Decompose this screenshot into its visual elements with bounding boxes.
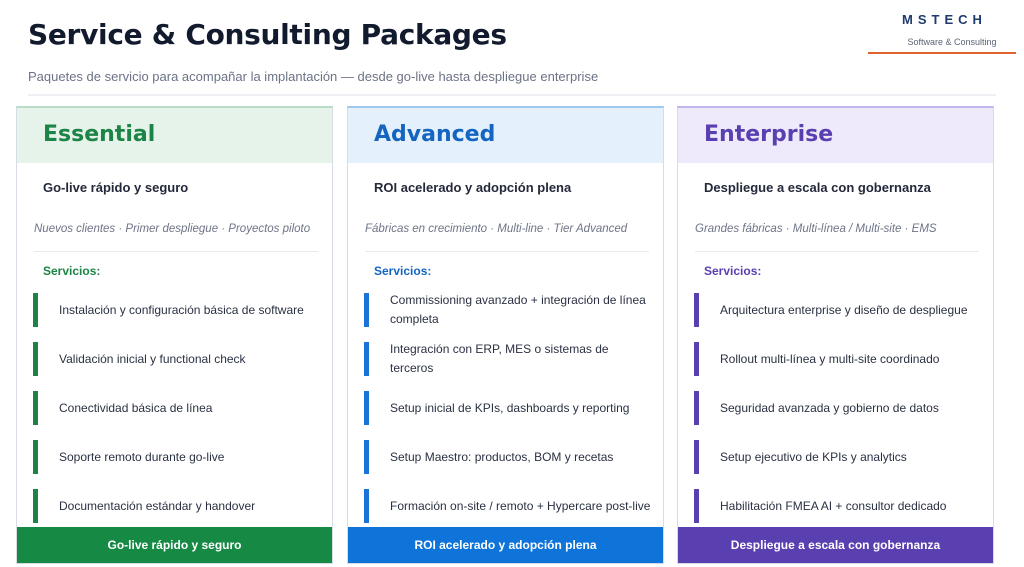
service-accent-bar bbox=[33, 440, 38, 474]
service-item: Integración con ERP, MES o sistemas de t… bbox=[364, 342, 654, 376]
service-accent-bar bbox=[33, 489, 38, 523]
header-divider bbox=[28, 94, 996, 96]
service-text: Setup ejecutivo de KPIs y analytics bbox=[720, 449, 907, 464]
service-accent-bar bbox=[364, 440, 369, 474]
service-text: Integración con ERP, MES o sistemas de t… bbox=[390, 342, 609, 375]
service-accent-bar bbox=[364, 293, 369, 327]
services-list: Instalación y configuración básica de so… bbox=[33, 293, 323, 538]
service-text: Habilitación FMEA AI + consultor dedicad… bbox=[720, 498, 947, 513]
package-card-essential: Essential Go-live rápido y seguro Nuevos… bbox=[16, 106, 333, 564]
card-divider bbox=[695, 251, 979, 252]
service-text: Setup inicial de KPIs, dashboards y repo… bbox=[390, 400, 630, 415]
service-text: Instalación y configuración básica de so… bbox=[59, 302, 304, 317]
package-tagline: Go-live rápido y seguro bbox=[43, 180, 189, 195]
page-subtitle: Paquetes de servicio para acompañar la i… bbox=[28, 69, 599, 84]
services-list: Commissioning avanzado + integración de … bbox=[364, 293, 654, 538]
package-segments: Fábricas en crecimiento · Multi-line · T… bbox=[365, 223, 628, 235]
service-accent-bar bbox=[694, 489, 699, 523]
service-item: Setup ejecutivo de KPIs y analytics bbox=[694, 440, 984, 474]
service-text: Soporte remoto durante go-live bbox=[59, 449, 225, 464]
package-footer-banner: ROI acelerado y adopción plena bbox=[348, 527, 663, 563]
package-card-advanced: Advanced ROI acelerado y adopción plena … bbox=[347, 106, 664, 564]
package-footer-banner: Despliegue a escala con gobernanza bbox=[678, 527, 993, 563]
package-name: Advanced bbox=[348, 108, 663, 163]
service-text: Rollout multi-línea y multi-site coordin… bbox=[720, 351, 940, 366]
package-card-enterprise: Enterprise Despliegue a escala con gober… bbox=[677, 106, 994, 564]
service-accent-bar bbox=[364, 489, 369, 523]
service-item: Rollout multi-línea y multi-site coordin… bbox=[694, 342, 984, 376]
service-item: Formación on-site / remoto + Hypercare p… bbox=[364, 489, 654, 523]
service-text: Documentación estándar y handover bbox=[59, 498, 256, 513]
services-label: Servicios: bbox=[374, 264, 432, 278]
service-item: Validación inicial y functional check bbox=[33, 342, 323, 376]
service-accent-bar bbox=[364, 391, 369, 425]
service-item: Soporte remoto durante go-live bbox=[33, 440, 323, 474]
service-accent-bar bbox=[694, 440, 699, 474]
service-accent-bar bbox=[694, 293, 699, 327]
service-accent-bar bbox=[33, 293, 38, 327]
package-tagline: ROI acelerado y adopción plena bbox=[374, 180, 572, 195]
card-divider bbox=[34, 251, 318, 252]
services-list: Arquitectura enterprise y diseño de desp… bbox=[694, 293, 984, 538]
services-label: Servicios: bbox=[43, 264, 101, 278]
brand-logo: MSTECH Software & Consulting bbox=[868, 12, 1016, 47]
package-segments: Nuevos clientes · Primer despliegue · Pr… bbox=[34, 223, 311, 235]
package-footer-banner: Go-live rápido y seguro bbox=[17, 527, 332, 563]
card-divider bbox=[365, 251, 649, 252]
service-accent-bar bbox=[364, 342, 369, 376]
services-label: Servicios: bbox=[704, 264, 762, 278]
brand-tagline: Software & Consulting bbox=[907, 37, 997, 47]
service-text: Conectividad básica de línea bbox=[59, 400, 213, 415]
page-title: Service & Consulting Packages bbox=[28, 18, 507, 51]
service-item: Setup Maestro: productos, BOM y recetas bbox=[364, 440, 654, 474]
service-text: Arquitectura enterprise y diseño de desp… bbox=[720, 302, 968, 317]
service-item: Habilitación FMEA AI + consultor dedicad… bbox=[694, 489, 984, 523]
service-text: Seguridad avanzada y gobierno de datos bbox=[720, 400, 939, 415]
service-accent-bar bbox=[694, 391, 699, 425]
service-item: Documentación estándar y handover bbox=[33, 489, 323, 523]
package-tagline: Despliegue a escala con gobernanza bbox=[704, 180, 931, 195]
brand-name: MSTECH bbox=[902, 12, 987, 27]
service-text: Formación on-site / remoto + Hypercare p… bbox=[390, 498, 651, 513]
package-segments: Grandes fábricas · Multi-línea / Multi-s… bbox=[695, 223, 937, 235]
service-item: Commissioning avanzado + integración de … bbox=[364, 293, 654, 327]
service-text: Validación inicial y functional check bbox=[59, 351, 246, 366]
service-item: Seguridad avanzada y gobierno de datos bbox=[694, 391, 984, 425]
service-accent-bar bbox=[33, 391, 38, 425]
package-name: Essential bbox=[17, 108, 332, 163]
service-item: Conectividad básica de línea bbox=[33, 391, 323, 425]
service-item: Arquitectura enterprise y diseño de desp… bbox=[694, 293, 984, 327]
service-text: Setup Maestro: productos, BOM y recetas bbox=[390, 449, 614, 464]
service-item: Setup inicial de KPIs, dashboards y repo… bbox=[364, 391, 654, 425]
service-accent-bar bbox=[694, 342, 699, 376]
service-item: Instalación y configuración básica de so… bbox=[33, 293, 323, 327]
service-text: Commissioning avanzado + integración de … bbox=[390, 293, 646, 326]
brand-underline bbox=[868, 52, 1016, 54]
service-accent-bar bbox=[33, 342, 38, 376]
package-name: Enterprise bbox=[678, 108, 993, 163]
